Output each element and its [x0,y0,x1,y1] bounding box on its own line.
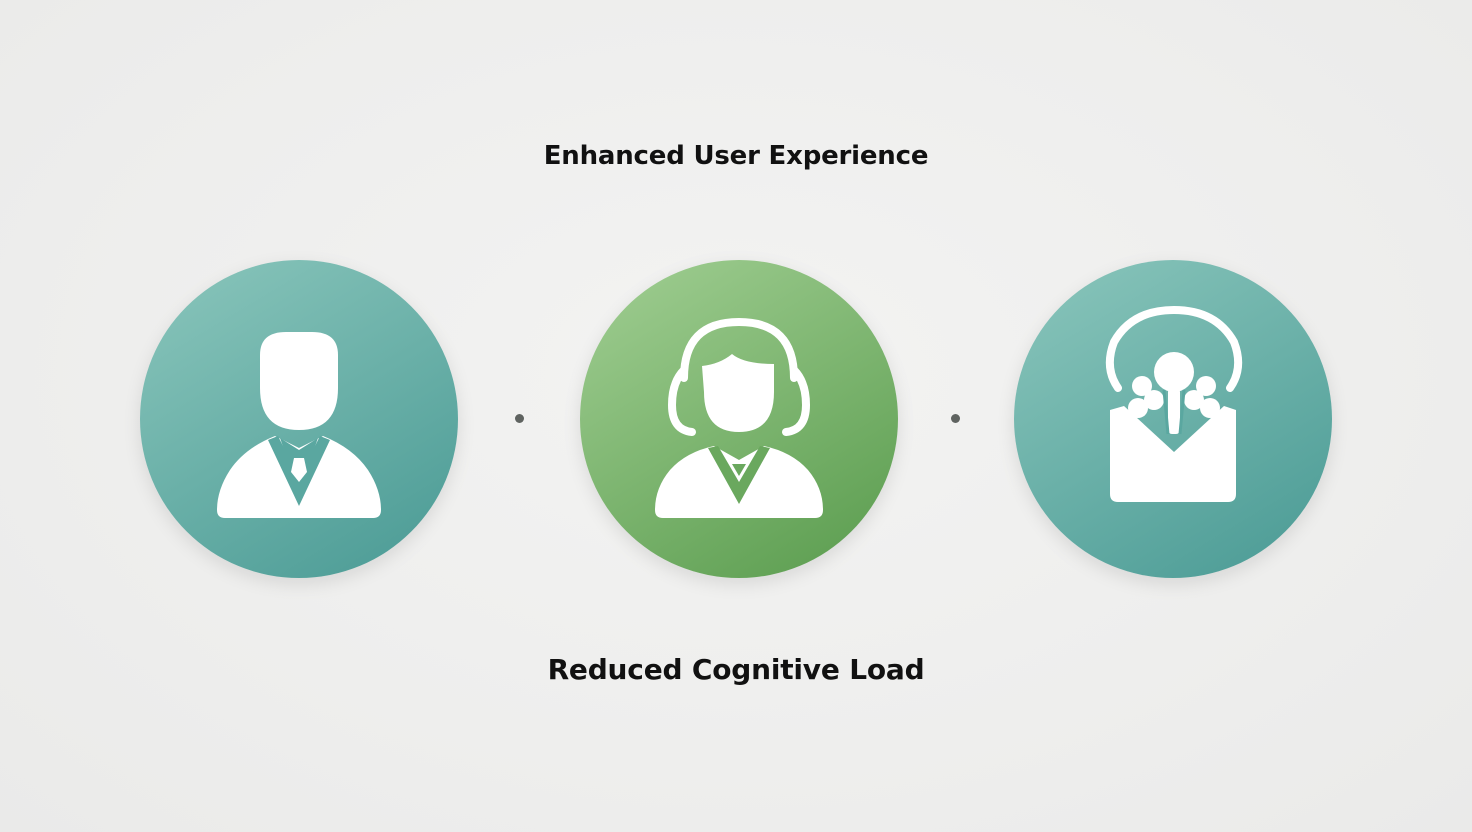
headset-woman-icon [580,260,898,578]
contact-envelope-icon [1014,260,1332,578]
top-label: Enhanced User Experience [543,141,929,171]
connector-dot [515,414,524,423]
node-contact-envelope [1014,260,1332,578]
businessman-icon [140,260,458,578]
node-headset-woman [580,260,898,578]
node-businessman [140,260,458,578]
connector-dot [951,414,960,423]
bottom-label: Reduced Cognitive Load [547,653,925,686]
